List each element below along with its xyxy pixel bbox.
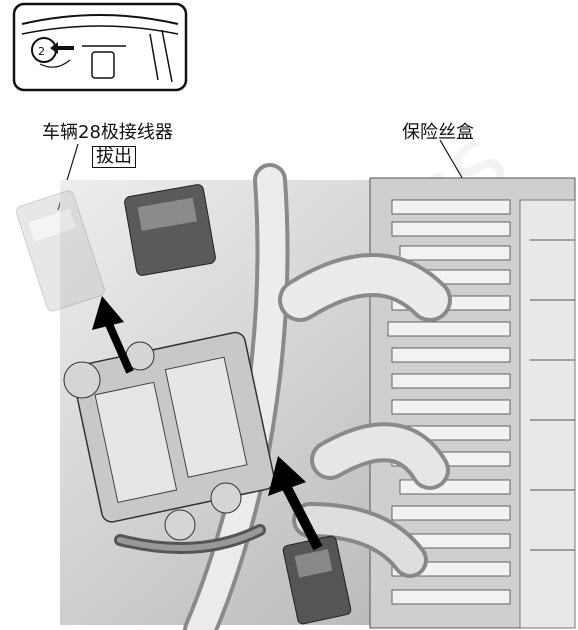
action-label: 拔出: [92, 146, 136, 168]
28-pin-connector: [63, 331, 276, 541]
upper-connector: [124, 184, 216, 276]
connector-label: 车辆28极接线器: [42, 122, 173, 143]
engine-bay-illustration: [15, 163, 576, 630]
pull-out-arrow: [92, 296, 134, 374]
lower-connector: [282, 535, 352, 625]
fuse-box-label: 保险丝盒: [402, 122, 474, 143]
svg-text:2: 2: [38, 45, 45, 58]
push-in-arrow: [268, 456, 323, 551]
disconnected-connector-ghost: [15, 190, 105, 312]
dashboard-locator-icon: 2: [12, 2, 188, 92]
